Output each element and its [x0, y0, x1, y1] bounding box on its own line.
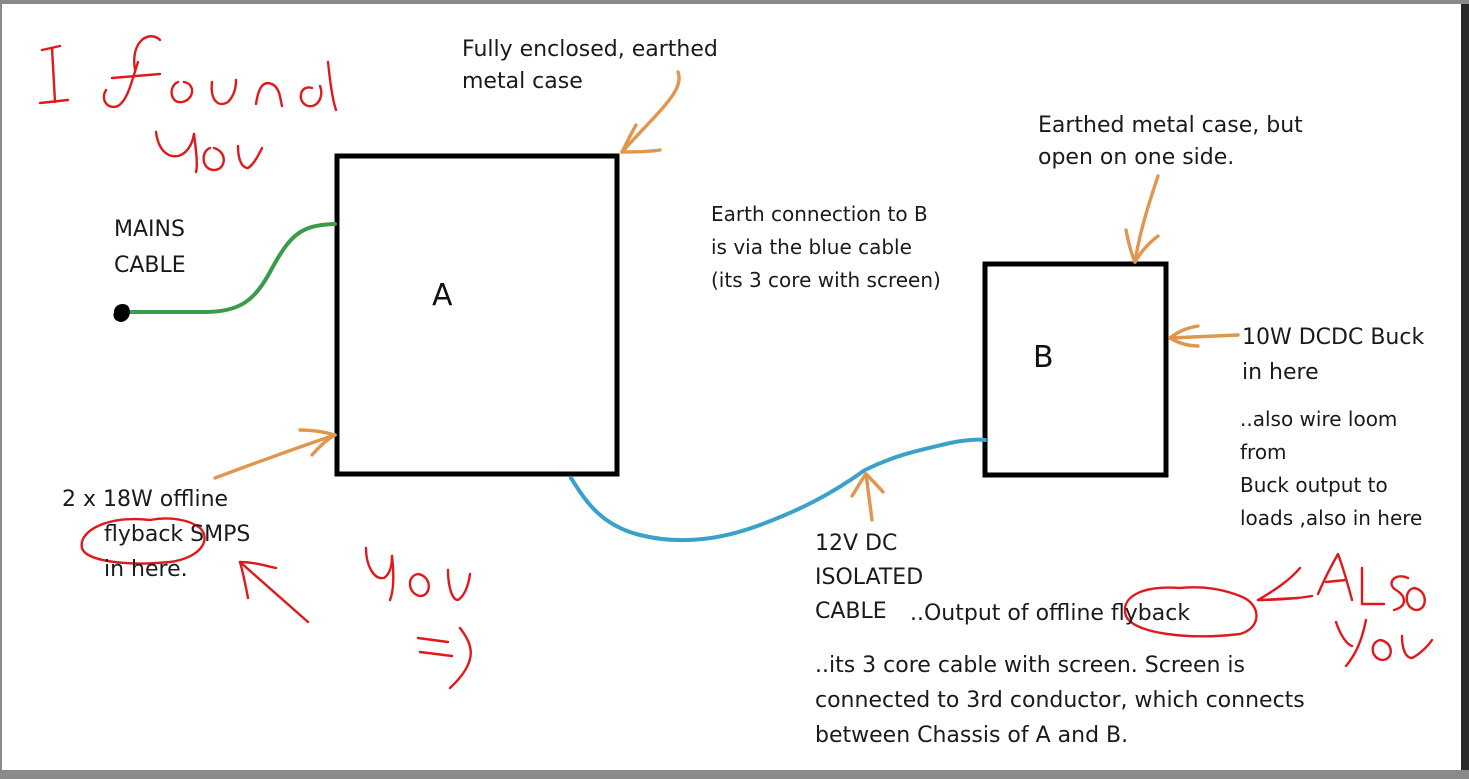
- handwriting-bottom-left: [80, 517, 472, 690]
- arrow-icon: [1124, 174, 1160, 264]
- box-b-label: B: [1033, 340, 1054, 375]
- arrow-icon: [1168, 324, 1240, 348]
- box-a: [334, 153, 620, 477]
- handwriting-top-left: [38, 35, 338, 174]
- handwriting-bottom-right: [1123, 552, 1434, 668]
- dc-cable-label: 12V DC ISOLATED CABLE: [815, 531, 924, 624]
- earth-connection-note: Earth connection to B is via the blue ca…: [711, 202, 941, 292]
- output-label: ..Output of offline flyback: [910, 601, 1191, 626]
- paper: [2, 4, 1461, 770]
- arrow-icon: [213, 428, 337, 480]
- wire-loom-label: ..also wire loom from Buck output to loa…: [1240, 407, 1423, 530]
- box-b: [982, 261, 1169, 478]
- right-scrollbar-edge: [1461, 4, 1469, 770]
- arrow-icon: [850, 472, 885, 522]
- screen-note: ..its 3 core cable with screen. Screen i…: [815, 653, 1305, 748]
- mains-cable: [120, 222, 337, 314]
- dc-cable: [569, 437, 987, 543]
- case-a-label: Fully enclosed, earthed metal case: [462, 37, 718, 94]
- mains-cable-label: MAINS CABLE: [114, 217, 186, 278]
- mains-plug-icon: [113, 304, 130, 322]
- box-a-label: A: [432, 278, 453, 313]
- buck-label: 10W DCDC Buck in here: [1242, 325, 1425, 385]
- case-b-label: Earthed metal case, but open on one side…: [1038, 113, 1303, 170]
- smps-label: 2 x 18W offline flyback SMPS in here.: [62, 487, 251, 582]
- arrow-icon: [620, 70, 681, 154]
